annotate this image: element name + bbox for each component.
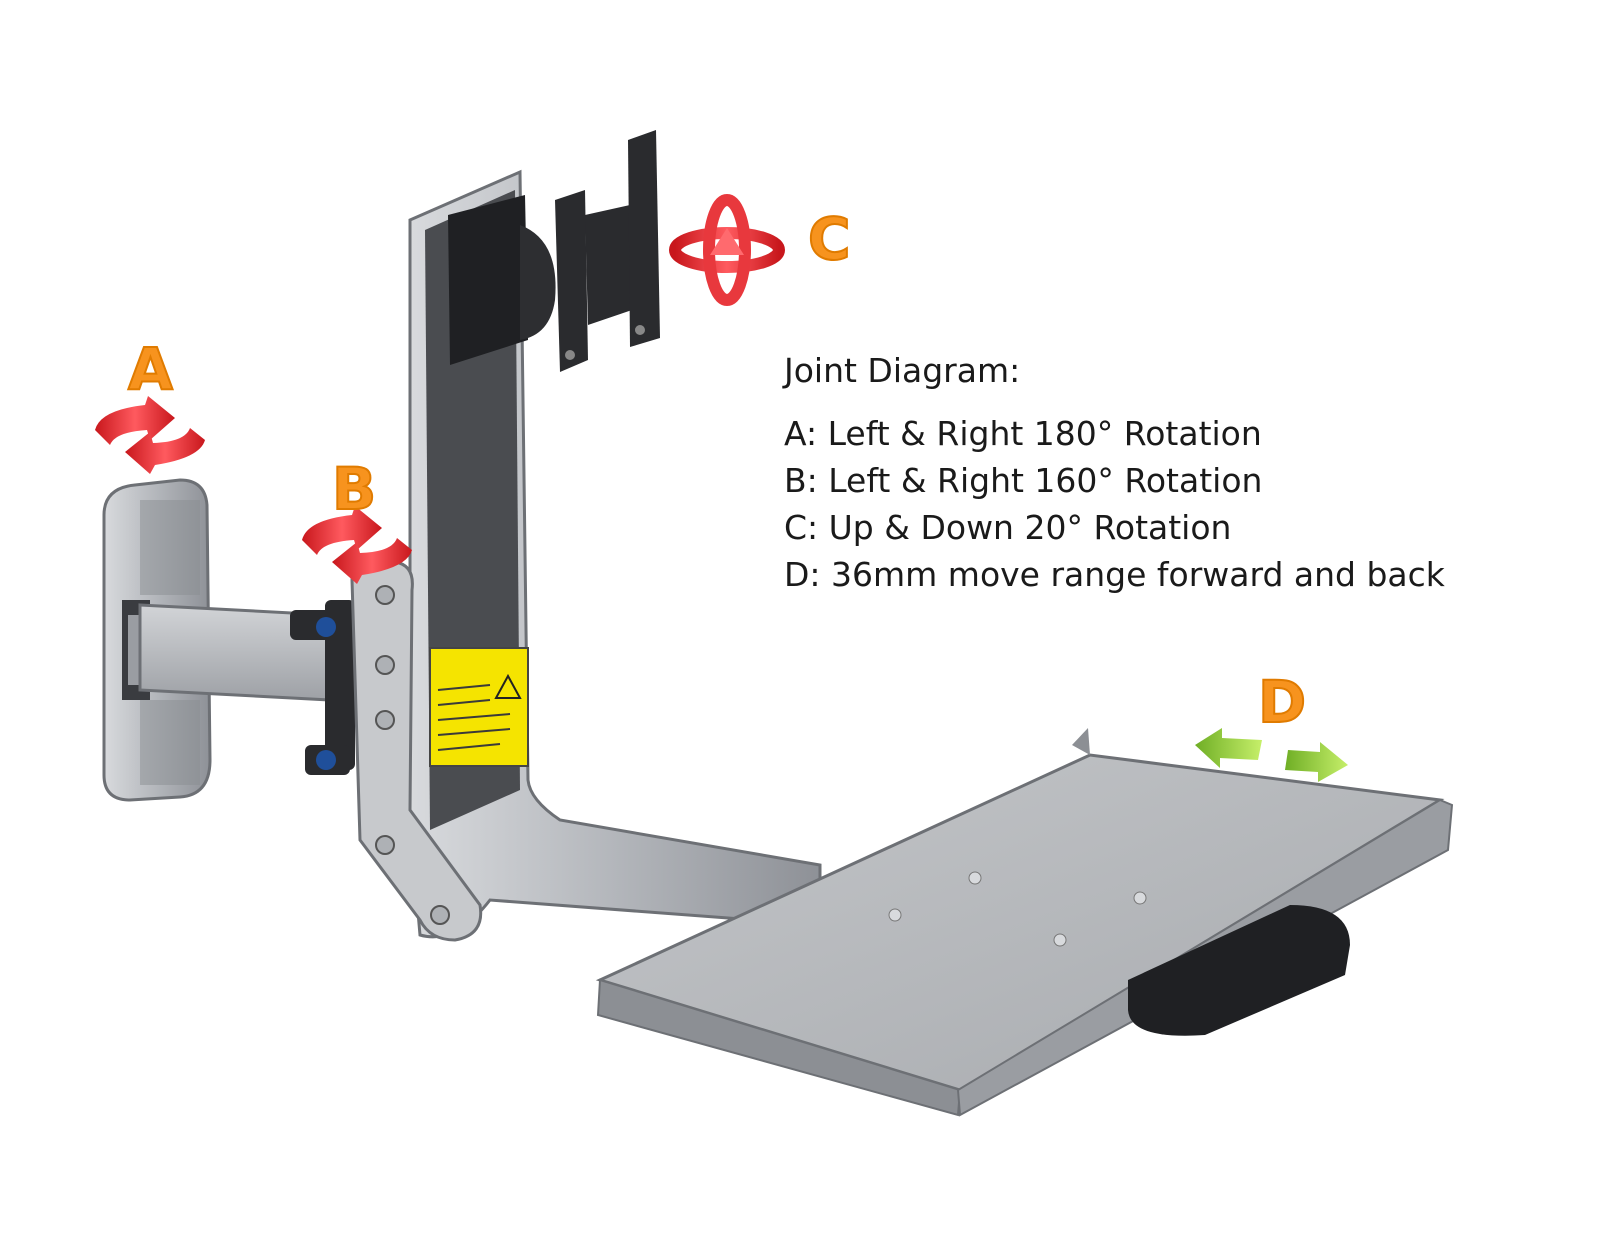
monitor-head xyxy=(448,130,660,372)
rotate-horizontal-icon xyxy=(302,506,412,584)
swing-arm xyxy=(138,600,355,775)
rotate-horizontal-icon xyxy=(95,396,205,474)
legend-item-a: A: Left & Right 180° Rotation xyxy=(784,414,1262,453)
joint-label-d: D xyxy=(1257,667,1308,737)
joint-label-a: A xyxy=(127,334,174,404)
joint-label-c: C xyxy=(807,204,852,274)
warning-label xyxy=(429,647,529,767)
rotate-vertical-icon xyxy=(669,194,785,306)
legend-item-d: D: 36mm move range forward and back xyxy=(784,555,1445,594)
legend-item-c: C: Up & Down 20° Rotation xyxy=(784,508,1232,547)
legend-title: Joint Diagram: xyxy=(784,351,1021,390)
joint-label-b: B xyxy=(331,454,378,524)
keyboard-tray xyxy=(595,728,1454,1117)
slide-left-right-icon xyxy=(1195,728,1348,782)
joint-legend: Joint Diagram: A: Left & Right 180° Rota… xyxy=(784,347,1445,598)
legend-item-b: B: Left & Right 160° Rotation xyxy=(784,461,1263,500)
